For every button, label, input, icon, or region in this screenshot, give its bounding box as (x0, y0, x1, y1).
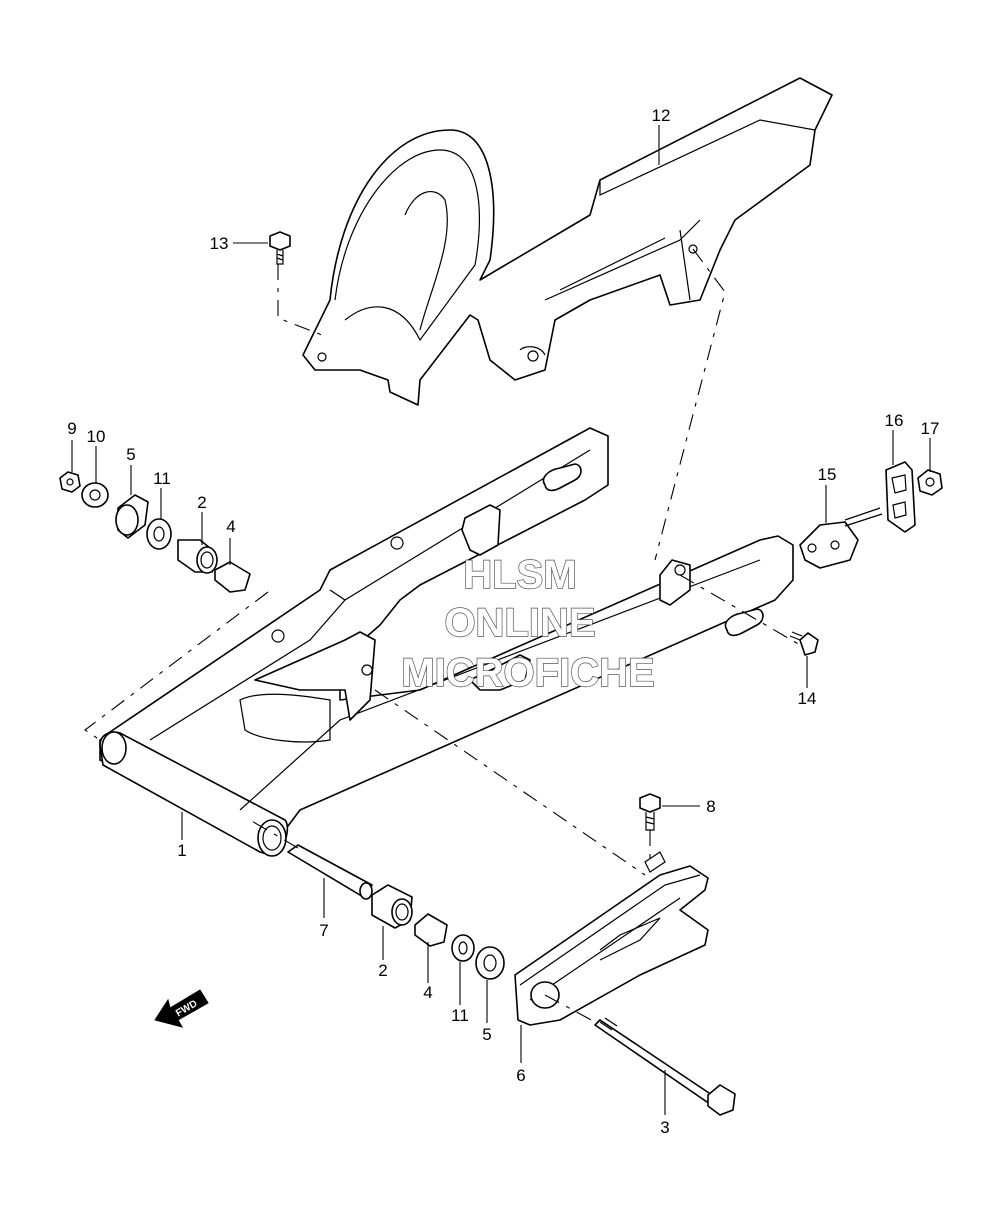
part-9-nut[interactable] (59, 471, 81, 493)
watermark-line-2: ONLINE (444, 601, 595, 645)
watermark-line-3: MICROFICHE (401, 651, 654, 695)
fwd-label: FWD (174, 998, 199, 1019)
callout-7: 7 (319, 921, 328, 940)
callout-5: 5 (482, 1025, 491, 1044)
callout-2: 2 (378, 961, 387, 980)
part-2-bearing-upper[interactable] (177, 539, 218, 574)
part-12-chain-case[interactable] (302, 77, 833, 406)
fwd-arrow-icon: FWD (154, 989, 209, 1028)
callout-labels: 1 2 2 3 4 4 5 5 6 7 8 9 10 11 11 12 13 1… (67, 106, 939, 1137)
assembly-lines (84, 248, 801, 1023)
part-17-nut[interactable] (917, 469, 943, 496)
callout-2: 2 (197, 493, 206, 512)
callout-9: 9 (67, 419, 76, 438)
part-13-screw[interactable] (269, 231, 291, 265)
part-4-collar-upper[interactable] (214, 561, 251, 593)
watermark: HLSM ONLINE MICROFICHE (401, 552, 656, 695)
callout-11: 11 (451, 1006, 469, 1025)
part-6-chain-guide[interactable] (514, 851, 709, 1026)
part-11-washer-lower[interactable] (451, 934, 475, 962)
callout-13: 13 (210, 234, 229, 253)
callout-1: 1 (177, 841, 186, 860)
part-14-bolt[interactable] (789, 631, 819, 656)
callout-4: 4 (423, 983, 432, 1002)
callout-4: 4 (226, 517, 235, 536)
part-8-screw[interactable] (639, 793, 661, 831)
callout-6: 6 (516, 1066, 525, 1085)
part-2-bearing-lower[interactable] (371, 884, 413, 929)
callout-3: 3 (660, 1118, 669, 1137)
part-5-spacer-lower[interactable] (475, 946, 505, 980)
part-1-swingarm[interactable] (99, 427, 794, 857)
callout-5: 5 (126, 445, 135, 464)
part-4-collar-lower[interactable] (414, 913, 448, 947)
leader-lines (71, 125, 931, 1115)
part-16-adjuster-plate[interactable] (885, 461, 916, 533)
callout-12: 12 (652, 106, 671, 125)
callout-16: 16 (885, 411, 904, 430)
callout-11: 11 (153, 469, 171, 488)
part-7-pivot-shaft[interactable] (287, 844, 373, 900)
part-15-chain-adjuster[interactable] (799, 507, 883, 569)
part-11-washer-upper[interactable] (146, 518, 172, 550)
callout-10: 10 (87, 427, 106, 446)
part-3-bolt[interactable] (594, 1017, 736, 1116)
callout-15: 15 (818, 465, 837, 484)
callout-8: 8 (706, 797, 715, 816)
part-5-spacer-upper[interactable] (115, 494, 149, 539)
part-10-washer[interactable] (81, 482, 109, 508)
watermark-line-1: HLSM (463, 553, 576, 597)
callout-17: 17 (921, 419, 940, 438)
callout-14: 14 (798, 689, 817, 708)
